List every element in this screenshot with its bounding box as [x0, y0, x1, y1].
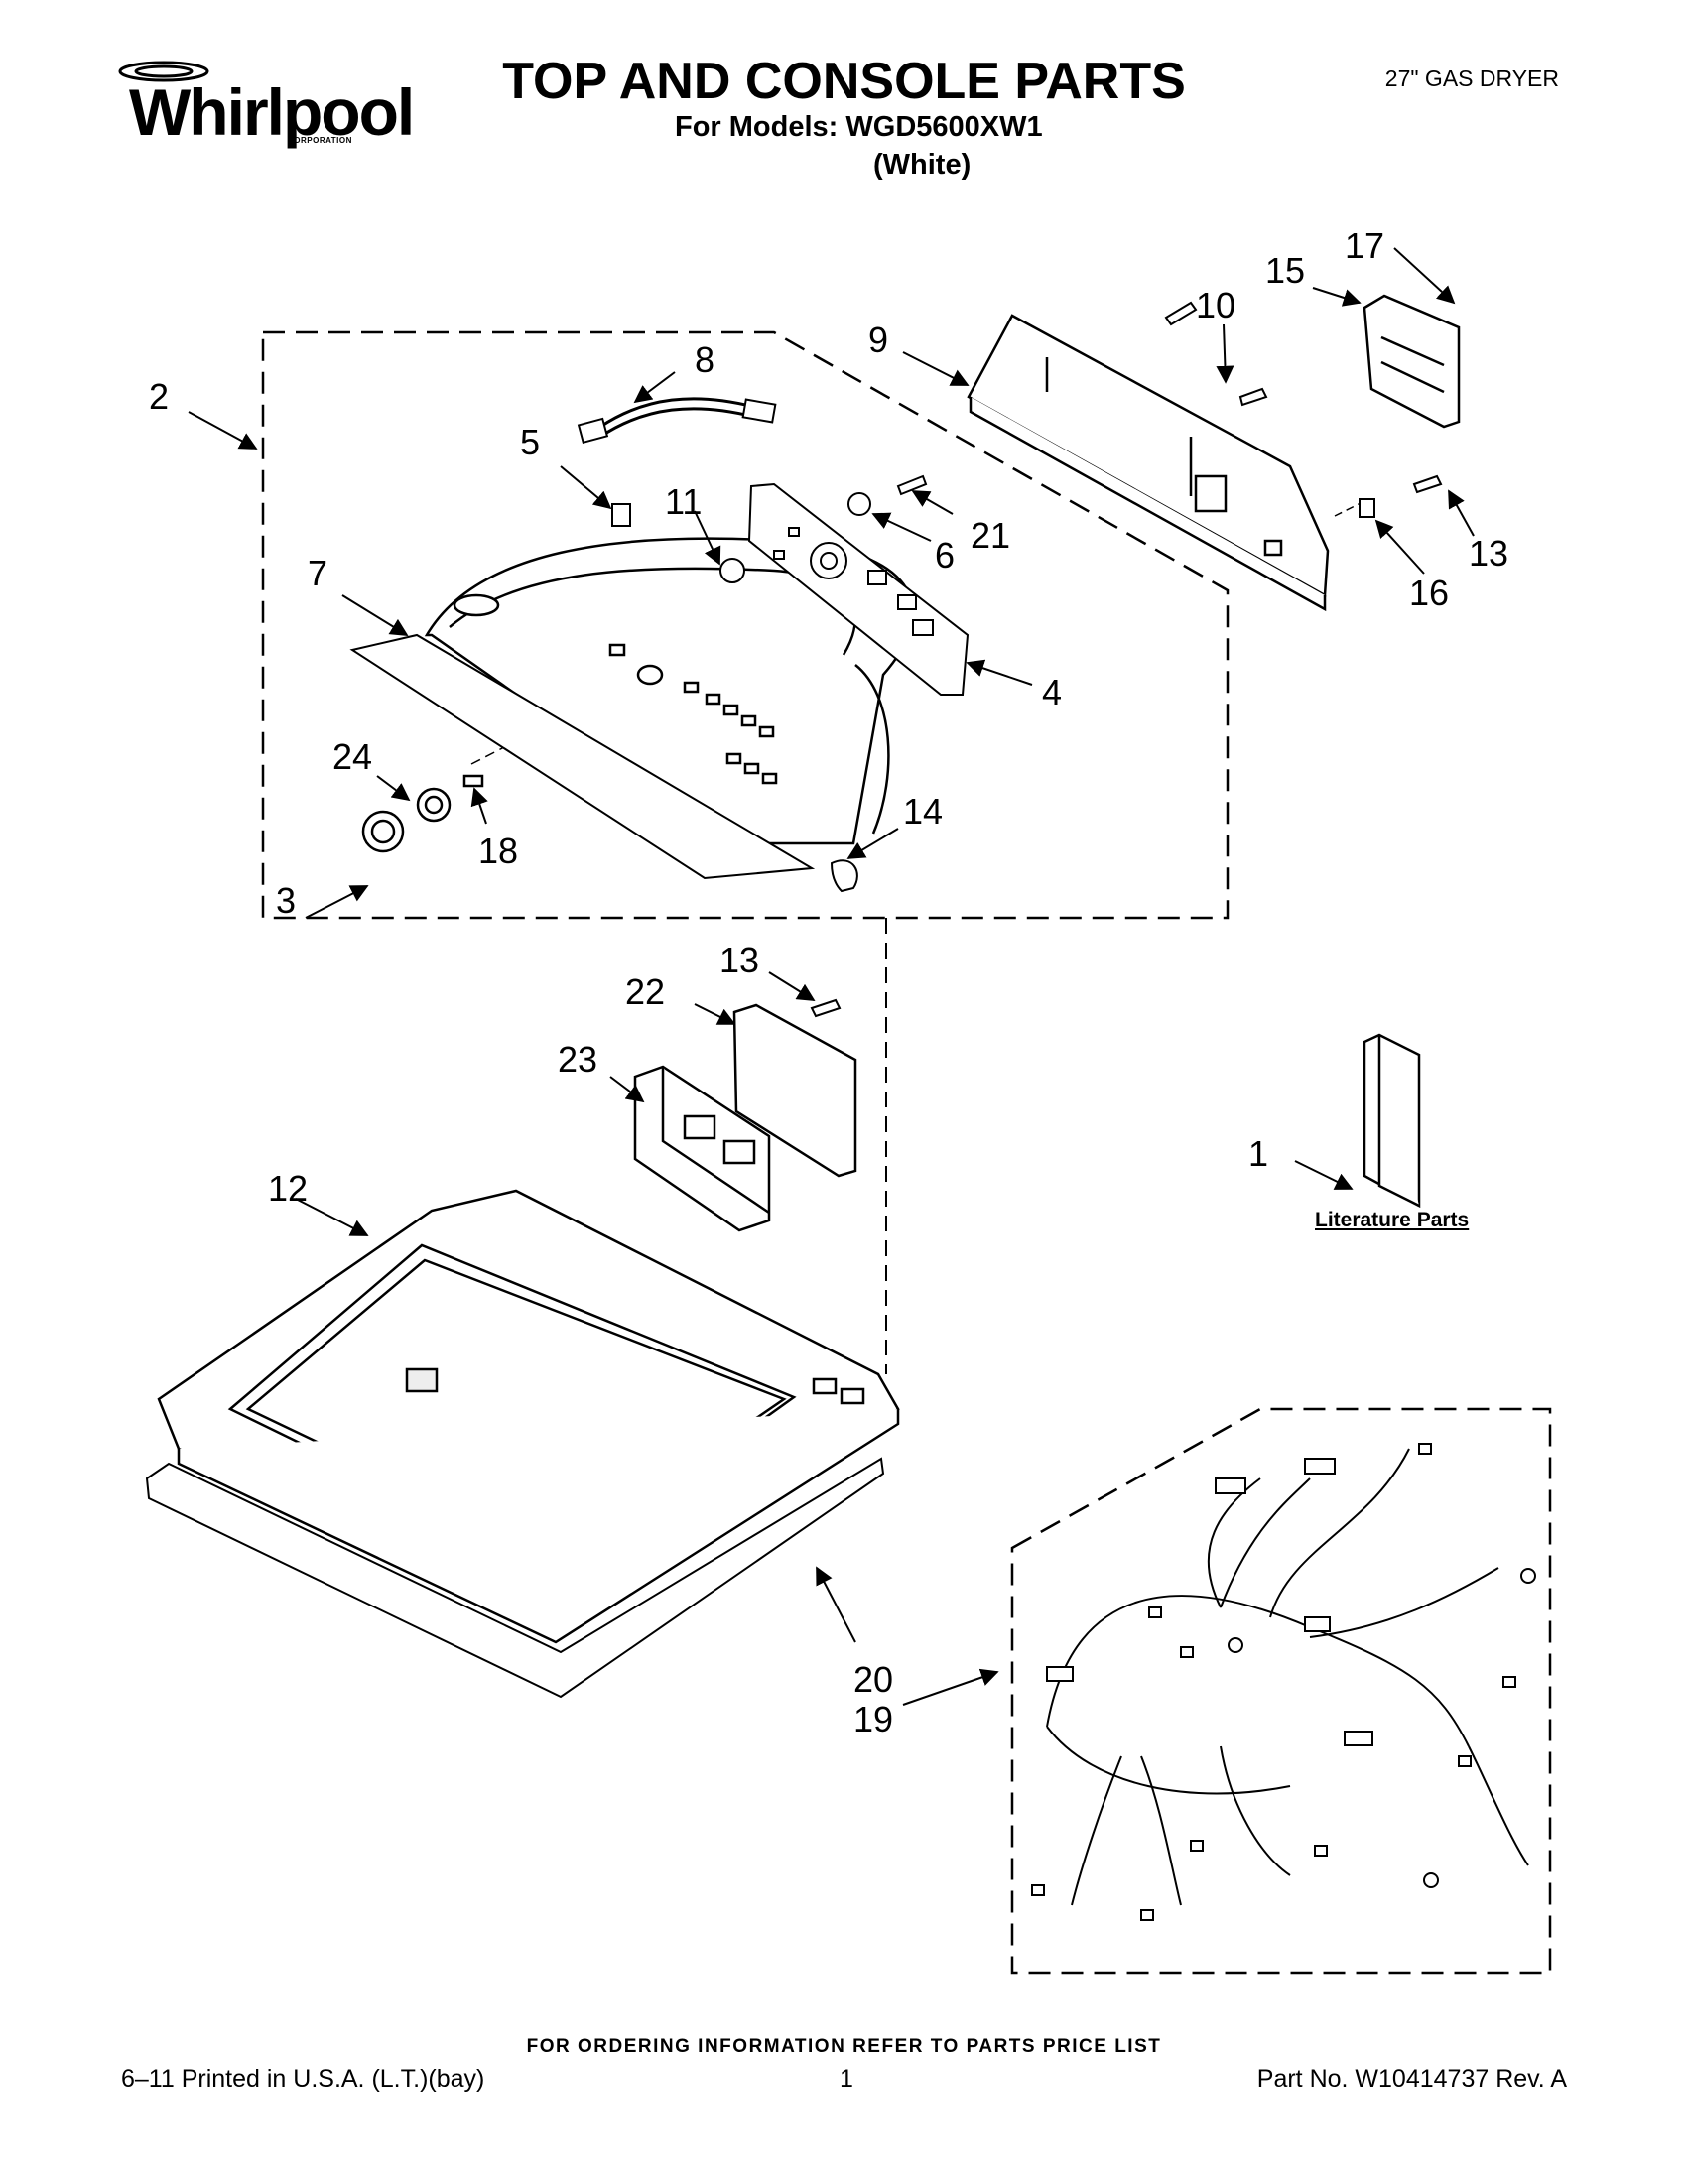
callout-arrows [188, 247, 1475, 1706]
callout-19: 19 [853, 1699, 893, 1739]
callout-labels: 1 2 3 4 5 6 7 8 9 10 11 12 13 13 14 15 1… [149, 225, 1508, 1739]
mounting-plate-part [732, 1003, 857, 1178]
brand-swoosh-icon [118, 61, 209, 82]
callout-20: 20 [853, 1659, 893, 1700]
rear-console-panel-part [967, 314, 1330, 612]
callout-11: 11 [665, 481, 702, 522]
gasket-sheet-part [145, 1457, 885, 1699]
callout-18: 18 [478, 831, 518, 871]
small-clip-part [1359, 498, 1375, 518]
callout-14: 14 [903, 791, 943, 832]
part-number: Part No. W10414737 Rev. A [1256, 2065, 1567, 2093]
models-line: For Models: WGD5600XW1 [675, 111, 1043, 143]
brand-logo-subtitle: CORPORATION [288, 136, 352, 145]
callout-17: 17 [1345, 225, 1384, 266]
brand-logo: Whirlpool [129, 75, 415, 149]
wire-harness-part [1031, 1443, 1536, 1921]
callout-10: 10 [1196, 285, 1235, 325]
literature-parts-label: Literature Parts [1315, 1209, 1470, 1231]
washer-part [719, 558, 745, 583]
callout-12: 12 [268, 1168, 308, 1209]
literature-book-part [1363, 1033, 1421, 1209]
callout-7: 7 [308, 553, 327, 593]
wire-connector-part [577, 397, 777, 445]
callout-22: 22 [625, 971, 665, 1012]
console-group-boundary [261, 330, 1230, 920]
ordering-note: FOR ORDERING INFORMATION REFER TO PARTS … [526, 2036, 1162, 2057]
callout-8: 8 [695, 339, 714, 380]
print-info: 6–11 Printed in U.S.A. (L.T.)(bay) [121, 2065, 485, 2093]
screw-parts [810, 301, 1443, 1018]
callout-13-upper: 13 [1469, 533, 1508, 574]
page-number: 1 [840, 2065, 853, 2093]
page-title: TOP AND CONSOLE PARTS [502, 53, 1186, 110]
plate-bracket-part [1363, 294, 1461, 429]
callout-15: 15 [1265, 250, 1305, 291]
callout-13-lower: 13 [719, 940, 759, 980]
callout-21: 21 [971, 515, 1010, 556]
callout-4: 4 [1042, 672, 1062, 712]
callout-16: 16 [1409, 573, 1449, 613]
callout-24: 24 [332, 736, 372, 777]
console-panel-part [424, 537, 915, 845]
callout-3: 3 [276, 880, 296, 921]
color-line: (White) [873, 149, 972, 181]
machine-control-part [633, 1065, 771, 1232]
trim-strip-part [349, 633, 816, 880]
callout-9: 9 [868, 320, 888, 360]
control-board-part [747, 482, 970, 696]
harness-group-boundary [1010, 1407, 1552, 1975]
callout-5: 5 [520, 422, 540, 462]
knob-parts [361, 774, 484, 853]
callout-2: 2 [149, 376, 169, 417]
console-bracket-part [830, 859, 858, 893]
document-type: 27" GAS DRYER [1384, 65, 1559, 91]
callout-6: 6 [935, 535, 955, 576]
clip-part [611, 503, 631, 527]
callout-1: 1 [1248, 1133, 1268, 1174]
top-panel-part [157, 1189, 900, 1644]
callout-23: 23 [558, 1039, 597, 1080]
